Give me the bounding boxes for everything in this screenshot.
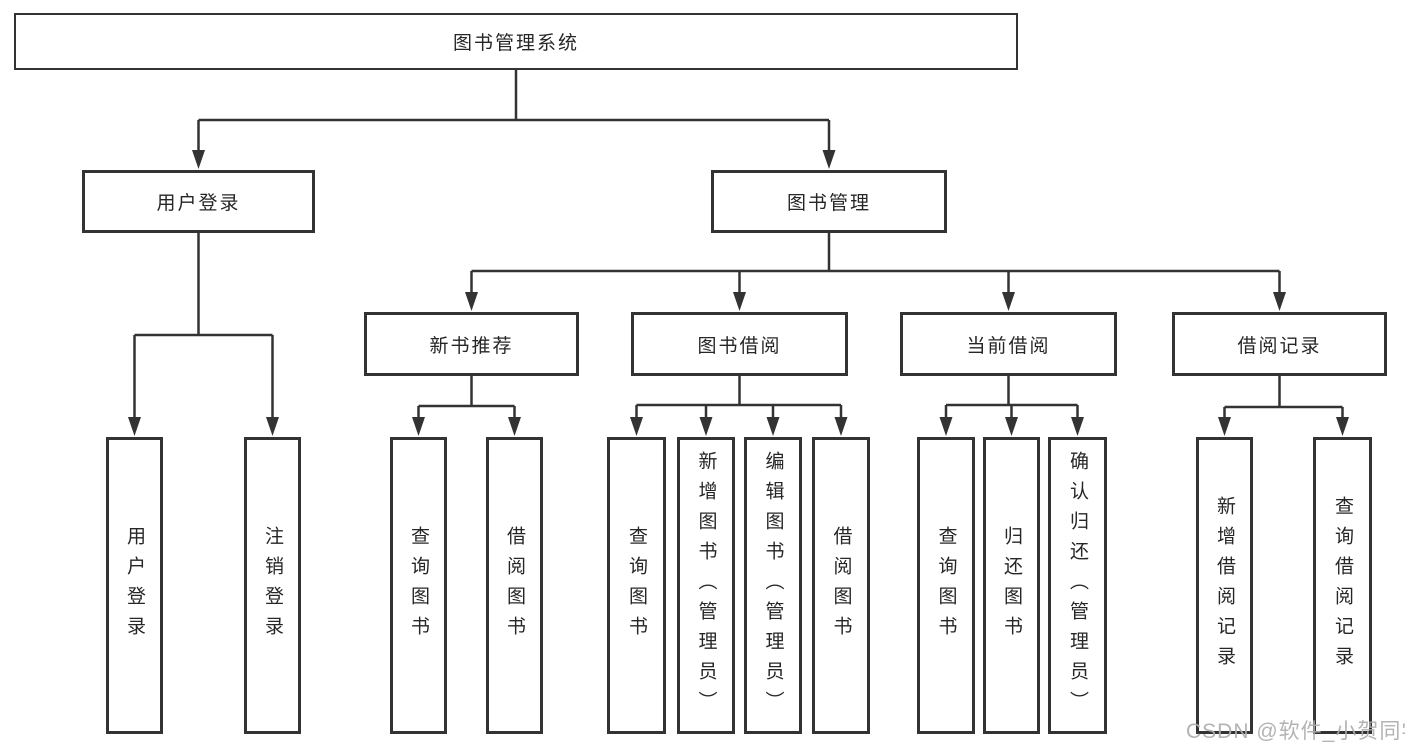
node-return-books: 归还图书 (983, 437, 1040, 734)
node-add-borrow-record: 新增借阅记录 (1196, 437, 1253, 734)
node-borrow-books-recommend: 借阅图书 (486, 437, 543, 734)
node-current-borrow-label: 当前借阅 (966, 335, 1051, 357)
node-query-books-current: 查询图书 (917, 437, 975, 734)
node-library-system: 图书管理系统 (14, 13, 1018, 70)
node-query-books-recommend: 查询图书 (390, 437, 447, 734)
node-new-book-recommend-label: 新书推荐 (429, 335, 514, 357)
node-edit-books-admin: 编辑图书（管理员） (744, 437, 802, 734)
node-borrow-records: 借阅记录 (1172, 312, 1387, 376)
node-new-book-recommend: 新书推荐 (364, 312, 579, 376)
node-book-borrow-label: 图书借阅 (697, 335, 782, 357)
csdn-watermark: CSDN @软件_小贺同学 (1186, 720, 1405, 743)
node-borrow-books: 借阅图书 (812, 437, 870, 734)
node-confirm-return-admin: 确认归还（管理员） (1048, 437, 1107, 734)
node-current-borrow: 当前借阅 (900, 312, 1117, 376)
node-query-borrow-record: 查询借阅记录 (1313, 437, 1372, 734)
node-logout-leaf: 注销登录 (244, 437, 301, 734)
node-query-books-borrow: 查询图书 (607, 437, 666, 734)
node-add-books-admin: 新增图书（管理员） (677, 437, 735, 734)
node-library-system-label: 图书管理系统 (452, 33, 579, 54)
node-book-management: 图书管理 (711, 170, 947, 233)
node-book-borrow: 图书借阅 (631, 312, 848, 376)
node-user-login-label: 用户登录 (156, 193, 241, 214)
node-book-management-label: 图书管理 (786, 193, 871, 214)
node-user-login-leaf: 用户登录 (106, 437, 163, 734)
node-borrow-records-label: 借阅记录 (1237, 335, 1322, 357)
node-user-login: 用户登录 (82, 170, 315, 233)
